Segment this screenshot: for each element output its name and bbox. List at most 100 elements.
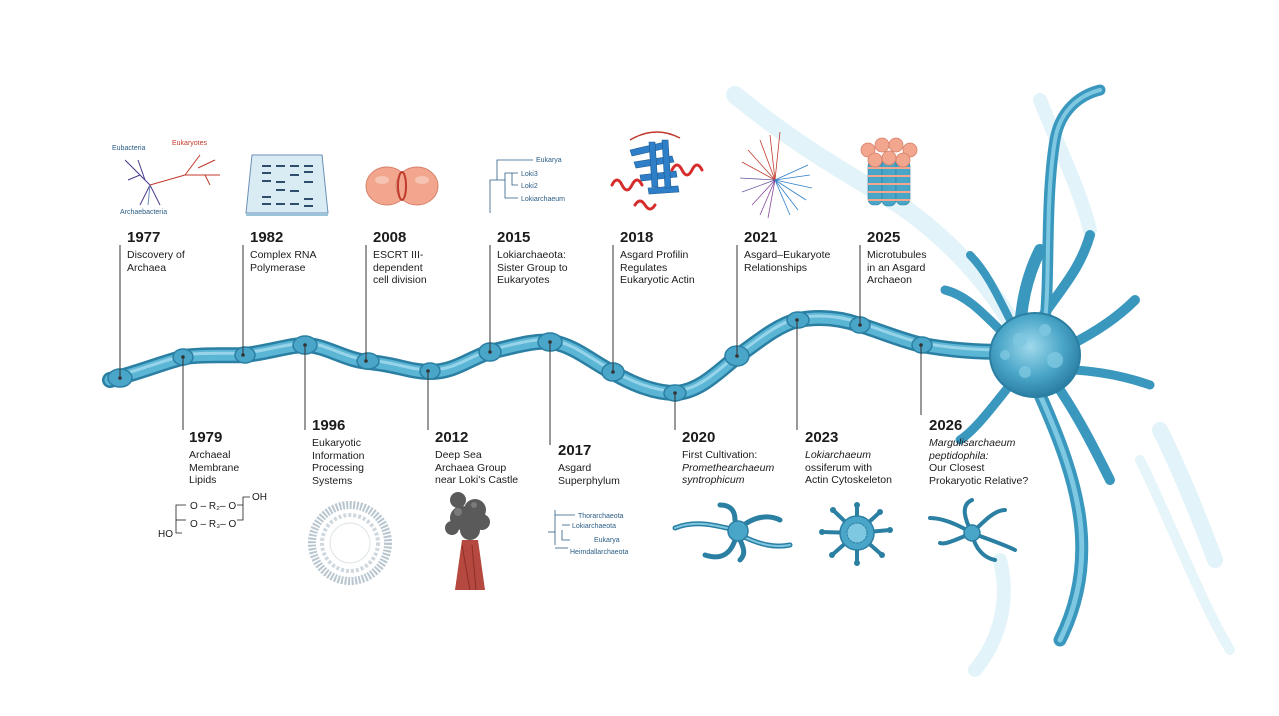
event-desc-line: peptidophila:: [929, 449, 989, 462]
lokiarchaeum-cell-icon: [819, 502, 893, 566]
asgard-cladogram-icon: Thorarchaeota Lokiarchaeota Eukarya Heim…: [548, 510, 628, 556]
event-desc-line: Asgard–Eukaryote: [744, 249, 831, 261]
event-description: Eukaryotic Information Processing System…: [312, 437, 437, 487]
gel-electrophoresis-icon: [245, 154, 329, 216]
event-2020: 2020 First Cultivation: Promethearchaeum…: [682, 430, 807, 487]
event-year: 2015: [497, 229, 531, 246]
event-desc-line: ESCRT III-: [373, 249, 424, 261]
background-strands: [726, 86, 1235, 677]
event-desc-line: Superphylum: [558, 474, 620, 487]
event-description: Microtubules in an Asgard Archaeon: [867, 249, 992, 287]
event-2023: 2023 Lokiarchaeum ossiferum with Actin C…: [805, 430, 930, 487]
event-year: 1977: [127, 229, 161, 246]
event-desc-line: Eukaryotes: [497, 274, 550, 286]
cladogram-2017-label-c: Eukarya: [594, 537, 620, 544]
cladogram-2017-label-b: Lokiarchaeota: [572, 523, 616, 530]
event-desc-line: Prokaryotic Relative?: [929, 474, 1029, 487]
cladogram-2015-label-d: Lokiarchaeum: [521, 196, 565, 203]
membrane-lipid-structure-icon: O – R₂– O O – R₃– O OH HO: [158, 492, 267, 540]
lipid-row-2: O – R₃– O: [190, 519, 237, 530]
margulisarchaeum-cell-icon: [928, 498, 1017, 562]
event-desc-line: Processing: [312, 462, 364, 474]
eubacteria-label: Eubacteria: [112, 145, 146, 152]
cladogram-2015-label-a: Eukarya: [536, 157, 562, 164]
event-year: 2025: [867, 229, 901, 246]
event-desc-line: Eukaryotic Actin: [620, 274, 695, 286]
filament-nodes: [107, 311, 933, 402]
cladogram-2017-label-d: Heimdallarchaeota: [570, 549, 628, 556]
event-desc-line: ossiferum with: [805, 461, 873, 474]
event-desc-line: Lipids: [189, 474, 217, 486]
lokiarchaeota-cladogram-icon: Eukarya Loki3 Loki2 Lokiarchaeum: [489, 157, 565, 213]
event-year: 2012: [435, 429, 469, 446]
event-desc-line: Lokiarchaeum: [805, 449, 871, 461]
event-desc-line: Regulates: [620, 261, 668, 274]
event-year: 2020: [682, 429, 716, 446]
event-description: Lokiarchaeum ossiferum with Actin Cytosk…: [805, 449, 930, 487]
event-desc-line: Systems: [312, 474, 353, 487]
event-1979: 1979 Archaeal Membrane Lipids: [189, 430, 314, 487]
event-desc-line: Discovery of: [127, 249, 185, 261]
event-desc-line: Archaea Group: [435, 461, 507, 474]
event-2025: 2025 Microtubules in an Asgard Archaeon: [867, 230, 992, 287]
lipid-oh: OH: [252, 492, 267, 503]
promethearchaeum-cell-icon: [672, 502, 793, 563]
circular-genome-icon: [308, 501, 392, 585]
event-description: Complex RNA Polymerase: [250, 249, 375, 274]
event-desc-line: Archaeon: [867, 274, 912, 286]
event-desc-line: Archaeal: [189, 449, 231, 461]
event-desc-line: in an Asgard: [867, 261, 926, 274]
event-description: Lokiarchaeota: Sister Group to Eukaryote…: [497, 249, 622, 287]
dividing-cell-icon: [365, 166, 439, 206]
event-year: 2023: [805, 429, 839, 446]
event-desc-line: First Cultivation:: [682, 449, 758, 461]
event-desc-line: Complex RNA: [250, 249, 317, 261]
event-desc-line: Microtubules: [867, 249, 927, 261]
event-description: Asgard–Eukaryote Relationships: [744, 249, 869, 274]
event-year: 1996: [312, 417, 346, 434]
event-desc-line: Sister Group to: [497, 261, 568, 274]
event-desc-line: Asgard Profilin: [620, 249, 689, 261]
event-desc-line: Relationships: [744, 261, 808, 274]
event-desc-line: cell division: [373, 274, 427, 286]
event-desc-line: Eukaryotic: [312, 437, 362, 449]
event-desc-line: Information: [312, 449, 365, 462]
event-description: Margulisarchaeum peptidophila: Our Close…: [929, 437, 1064, 487]
event-description: Archaeal Membrane Lipids: [189, 449, 314, 487]
hydrothermal-vent-icon: [445, 492, 490, 591]
event-year: 2018: [620, 229, 654, 246]
event-description: First Cultivation: Promethearchaeum synt…: [682, 449, 807, 487]
event-year: 2026: [929, 417, 963, 434]
event-desc-line: syntrophicum: [682, 474, 745, 486]
connector-lines: [119, 245, 922, 445]
event-year: 1979: [189, 429, 223, 446]
asgard-cell-body: [940, 84, 1155, 647]
cladogram-2017-label-a: Thorarchaeota: [578, 513, 624, 520]
event-description: Discovery of Archaea: [127, 249, 252, 274]
lipid-ho: HO: [158, 529, 173, 540]
event-desc-line: Archaea: [127, 261, 167, 274]
profilin-protein-icon: [610, 131, 704, 211]
cladogram-2015-label-c: Loki2: [521, 183, 538, 190]
eukaryotes-label: Eukaryotes: [172, 140, 208, 147]
cladogram-2015-label-b: Loki3: [521, 171, 538, 178]
event-desc-line: Actin Cytoskeleton: [805, 474, 892, 486]
lipid-row-1: O – R₂– O: [190, 501, 236, 512]
event-1996: 1996 Eukaryotic Information Processing S…: [312, 418, 437, 487]
three-domain-tree-icon: Eubacteria Eukaryotes Archaebacteria: [112, 140, 220, 216]
event-year: 2021: [744, 229, 778, 246]
event-desc-line: dependent: [373, 261, 423, 274]
event-1977: 1977 Discovery of Archaea: [127, 230, 252, 274]
event-year: 2008: [373, 229, 407, 246]
event-desc-line: Our Closest: [929, 462, 985, 474]
radial-phylogeny-icon: [739, 131, 813, 219]
event-desc-line: Membrane: [189, 461, 240, 474]
event-desc-line: near Loki's Castle: [435, 474, 519, 486]
event-2008: 2008 ESCRT III- dependent cell division: [373, 230, 498, 287]
event-description: Asgard Superphylum: [558, 462, 683, 487]
microtubule-bundle-icon: [860, 137, 918, 207]
event-2017: 2017 Asgard Superphylum: [558, 443, 683, 487]
event-2015: 2015 Lokiarchaeota: Sister Group to Euka…: [497, 230, 622, 287]
event-desc-line: Asgard: [558, 462, 592, 474]
